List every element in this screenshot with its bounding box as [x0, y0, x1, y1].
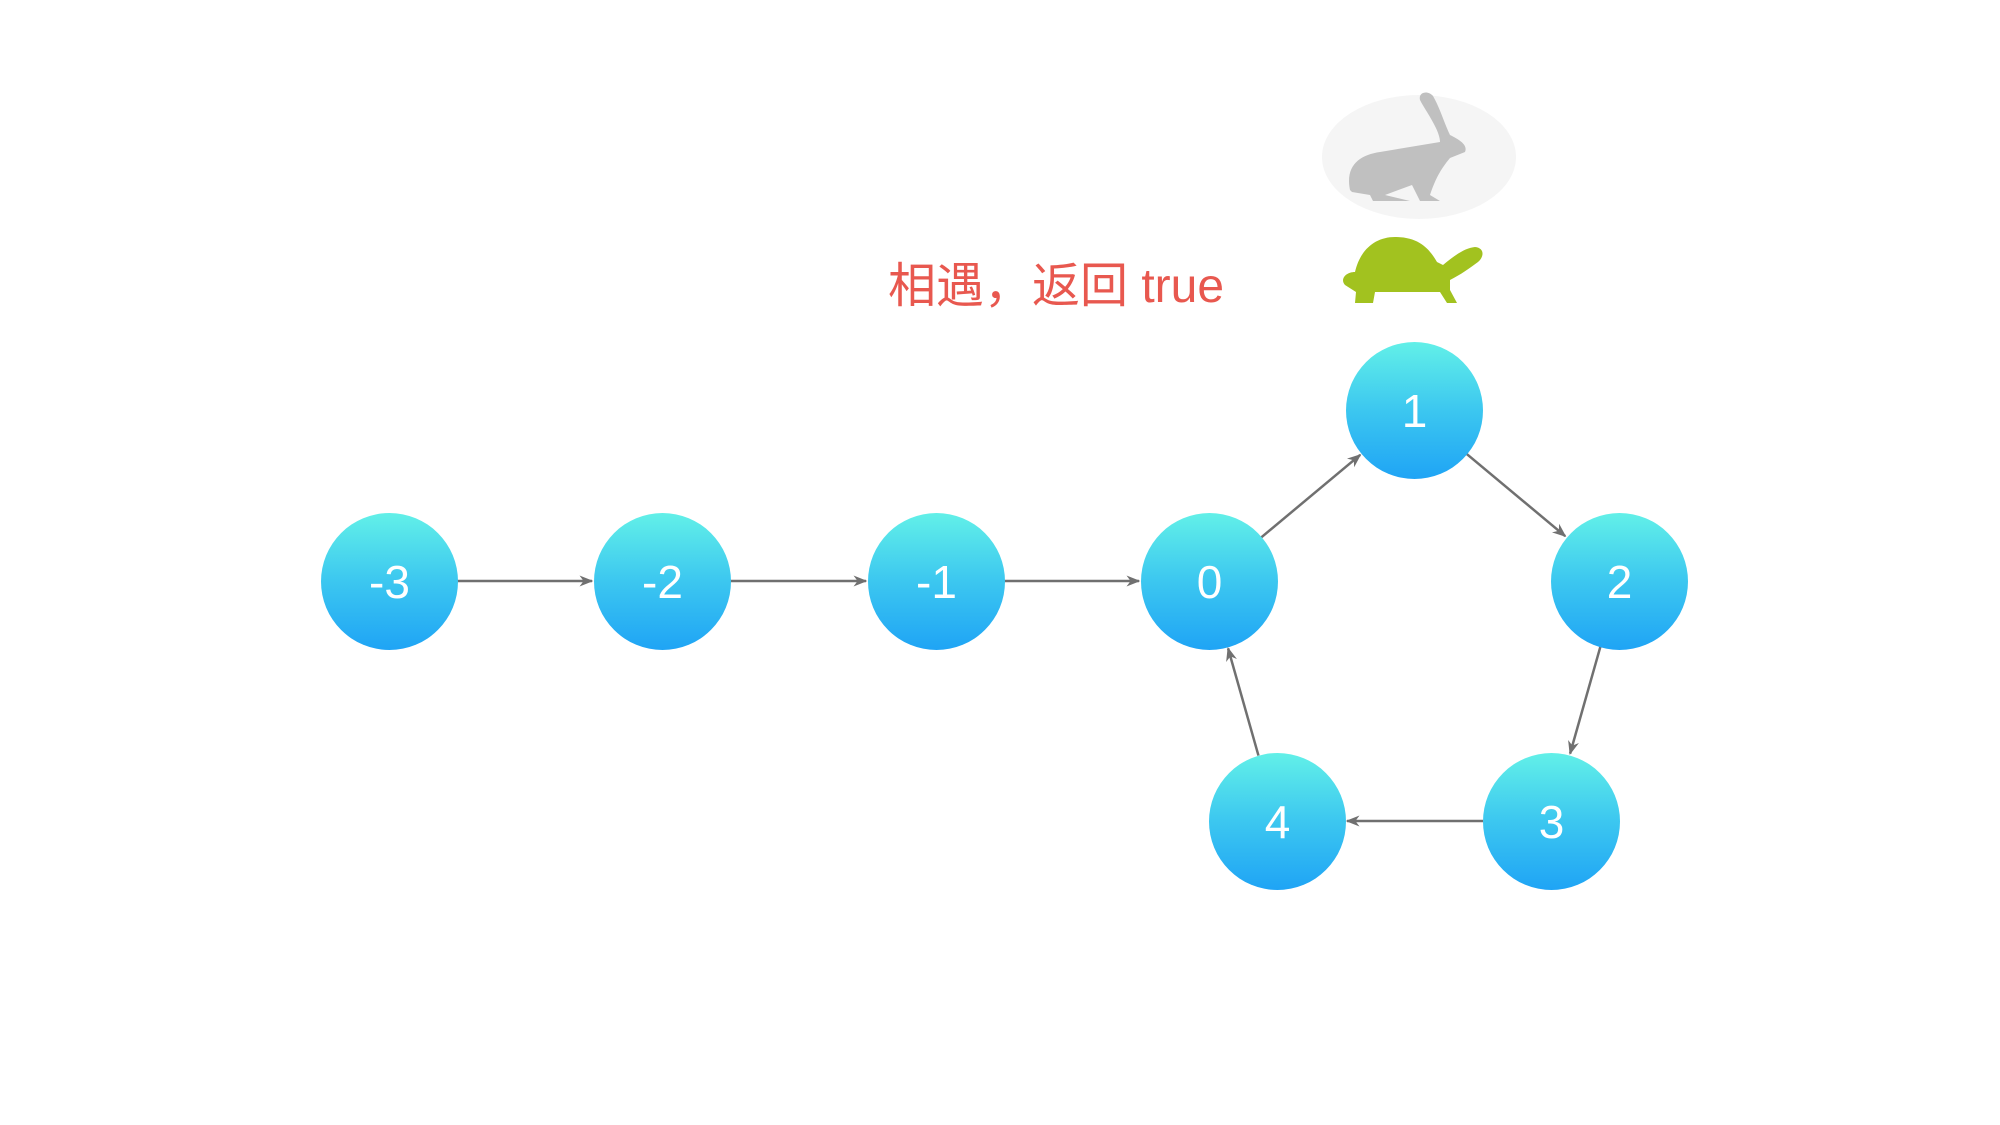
result-message: 相遇，返回 true [888, 260, 1225, 313]
node-label: -3 [369, 555, 410, 608]
list-node: 4 [1209, 753, 1346, 890]
node-label: 0 [1196, 555, 1223, 608]
list-node: -2 [594, 513, 731, 650]
node-label: 1 [1401, 384, 1428, 437]
node-label: -1 [916, 555, 957, 608]
list-node: 0 [1141, 513, 1278, 650]
list-node: 2 [1551, 513, 1688, 650]
node-label: 2 [1606, 555, 1633, 608]
list-node: 3 [1483, 753, 1620, 890]
edge-arrow [1260, 453, 1362, 539]
node-label: 3 [1538, 795, 1565, 848]
node-label: -2 [642, 555, 683, 608]
list-node: -3 [321, 513, 458, 650]
edge-arrow [1465, 452, 1567, 538]
edge-arrow [1568, 646, 1602, 755]
list-node: -1 [868, 513, 1005, 650]
node-label: 4 [1264, 795, 1291, 848]
edge-arrow [1226, 647, 1260, 756]
list-node: 1 [1346, 342, 1483, 479]
